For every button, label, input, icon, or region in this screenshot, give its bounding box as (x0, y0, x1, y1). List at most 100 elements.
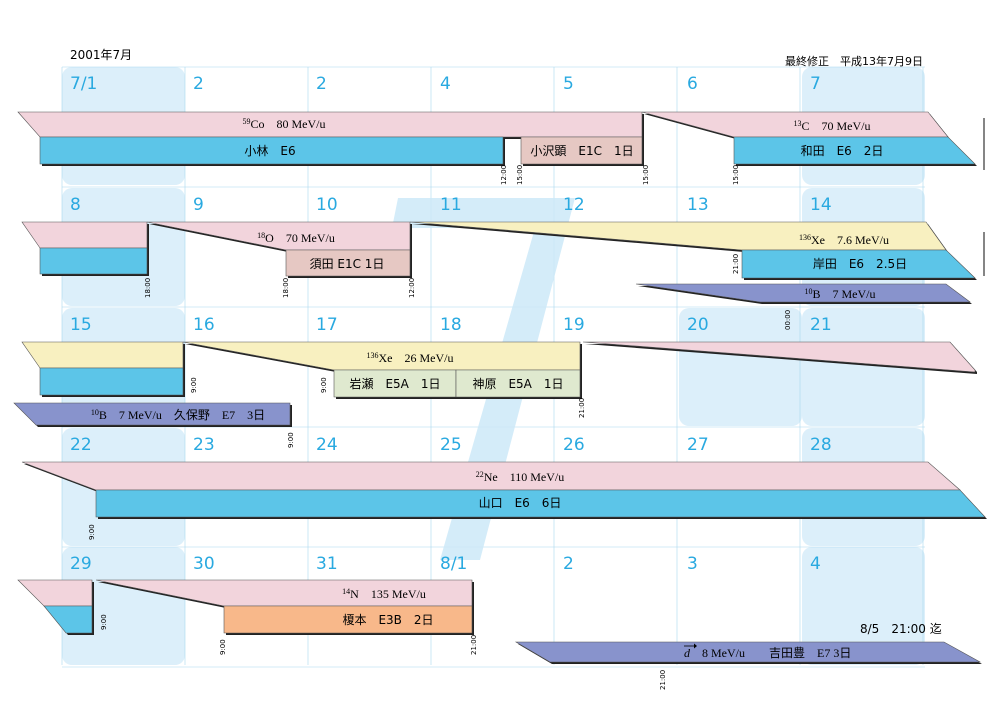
saturday-cell (802, 308, 925, 426)
sunday-cell (62, 547, 185, 665)
day-number: 7/1 (70, 74, 97, 94)
beam-b-tail-label: 10B 7 MeV/u 久保野 E7 3日 (91, 408, 265, 422)
day-number: 26 (563, 435, 585, 455)
day-number: 30 (193, 554, 215, 574)
beam-xe76-label: 136Xe 7.6 MeV/u (799, 233, 889, 247)
experiment-iwase-label: 岩瀬 E5A 1日 (349, 376, 440, 391)
time-label: 15:00 (642, 165, 650, 185)
last-modified-label: 最終修正 平成13年7月9日 (785, 55, 923, 68)
experiment-yamaguchi-tail-bar (43, 605, 93, 634)
experiment-enomoto-bar (223, 605, 473, 634)
beam-o-label: 18O 70 MeV/u (257, 231, 335, 245)
beam-co-label: 59Co 80 MeV/u (242, 117, 325, 131)
beam-co-bar (17, 111, 643, 138)
day-number: 17 (316, 315, 338, 335)
experiment-yamaguchi-label: 山口 E6 6日 (479, 496, 562, 510)
day-number: 20 (687, 315, 709, 335)
time-label: 9:00 (88, 524, 96, 540)
day-number: 12 (563, 195, 585, 215)
day-number: 28 (810, 435, 832, 455)
time-label: 9:00 (320, 377, 328, 393)
time-label: 21:00 (732, 254, 740, 274)
time-label: 9:00 (219, 639, 227, 655)
beam-n-label: 14N 135 MeV/u (342, 587, 426, 601)
day-number: 9 (193, 195, 204, 215)
day-number: 6 (687, 74, 698, 94)
experiment-enomoto-label: 榎本 E3B 2日 (342, 612, 433, 627)
time-label: 9:00 (100, 614, 108, 630)
experiment-yamaguchi-bar (95, 489, 986, 518)
time-label: 15:00 (732, 165, 740, 185)
month-label: 2001年7月 (70, 48, 133, 62)
beam-ne-label: 22Ne 110 MeV/u (476, 470, 565, 484)
time-label: 12:00 (500, 165, 508, 185)
experiment-kanbara-bar (455, 369, 581, 398)
day-number: 7 (810, 74, 821, 94)
beam-b-bar (635, 283, 971, 303)
day-number: 14 (810, 195, 832, 215)
experiment-kobayashi-bar (39, 136, 504, 165)
arrow-icon-head (694, 643, 697, 649)
day-number: 27 (687, 435, 709, 455)
day-number: 31 (316, 554, 338, 574)
day-number: 25 (440, 435, 462, 455)
beam-co-tail-bar (21, 221, 148, 249)
day-number: 21 (810, 315, 832, 335)
saturday-cell (802, 547, 925, 665)
experiment-wada-tail-bar (39, 247, 148, 275)
day-number: 29 (70, 554, 92, 574)
day-number: 24 (316, 435, 338, 455)
day-number: 8 (70, 195, 81, 215)
month-seven-watermark (392, 198, 575, 560)
beam-c-label: 13C 70 MeV/u (793, 119, 870, 133)
experiment-suda-bar (285, 249, 411, 277)
time-label: 21:00 (578, 398, 586, 418)
time-label: 18:00 (282, 278, 290, 298)
time-label-deuteron: 21:00 (659, 670, 667, 690)
beam-d-bar (514, 641, 982, 663)
experiment-ozawa-label: 小沢顕 E1C 1日 (530, 144, 633, 158)
time-label: 9:00 (190, 377, 198, 393)
beam-ne-tail-bar (17, 579, 93, 607)
experiment-kobayashi-label: 小林 E6 (244, 144, 295, 158)
day-number: 4 (810, 554, 821, 574)
time-label: 18:00 (144, 278, 152, 298)
day-number: 23 (193, 435, 215, 455)
holiday-cell (679, 308, 802, 426)
experiment-suda-label: 須田 E1C 1日 (310, 257, 385, 271)
day-number: 18 (440, 315, 462, 335)
day-number: 15 (70, 315, 92, 335)
day-number: 22 (70, 435, 92, 455)
day-number: 5 (563, 74, 574, 94)
day-number: 4 (440, 74, 451, 94)
time-label: 15:00 (516, 165, 524, 185)
day-number: 2 (193, 74, 204, 94)
beam-xe26-label: 136Xe 26 MeV/u (367, 351, 454, 365)
experiment-kishida-tail-bar (39, 367, 184, 396)
beam-b-tail-bar (13, 402, 291, 426)
experiment-kanbara-label: 神原 E5A 1日 (472, 377, 563, 391)
experiment-kishida-bar (741, 249, 976, 279)
experiment-ozawa-bar (520, 136, 643, 165)
day-number: 8/1 (440, 554, 467, 574)
time-label: 00:00 (784, 310, 792, 330)
beam-xe76-tail-bar (21, 341, 184, 369)
day-number: 10 (316, 195, 338, 215)
time-label: 12:00 (408, 278, 416, 298)
day-number: 2 (316, 74, 327, 94)
day-number: 11 (440, 195, 462, 215)
day-number: 2 (563, 554, 574, 574)
time-label: 21:00 (470, 635, 478, 655)
day-number: 16 (193, 315, 215, 335)
experiment-wada-label: 和田 E6 2日 (801, 144, 884, 158)
experiment-wada-bar (733, 136, 976, 165)
end-note: 8/5 21:00 迄 (860, 622, 942, 636)
beam-b-label: 10B 7 MeV/u (804, 287, 875, 301)
day-number: 19 (563, 315, 585, 335)
beam-ne-lead-bar (582, 341, 976, 373)
beam-d-label: d 8 MeV/u 吉田豊 E7 3日 (684, 646, 851, 660)
day-number: 3 (687, 554, 698, 574)
time-label: 9:00 (287, 432, 295, 448)
experiment-kishida-label: 岸田 E6 2.5日 (813, 257, 907, 271)
